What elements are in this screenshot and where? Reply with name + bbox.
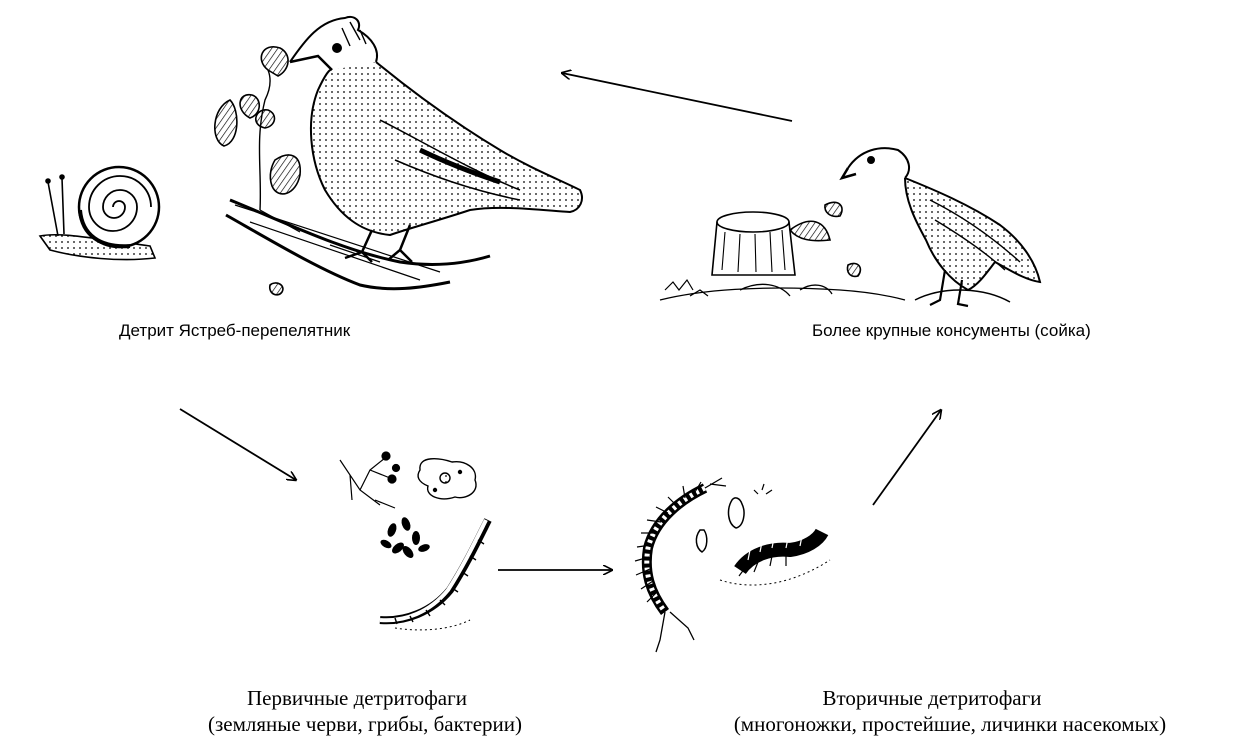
snail-icon bbox=[40, 167, 159, 260]
label-larger-consumers: Более крупные консументы (сойка) bbox=[812, 321, 1091, 341]
arrow-secondary-to-consumers bbox=[873, 410, 941, 505]
caterpillar-icon bbox=[720, 532, 830, 585]
centipede-icon bbox=[635, 478, 726, 652]
secondary-detritivores-examples: (многоножки, простейшие, личинки насеком… bbox=[665, 711, 1235, 737]
earthworm-icon bbox=[380, 520, 488, 630]
tree-stump-icon bbox=[660, 202, 905, 300]
jay-bird-icon bbox=[290, 17, 582, 262]
fungi-icon bbox=[340, 452, 400, 508]
arrow-detritus-to-primary bbox=[180, 409, 296, 480]
label-detritus-hawk: Детрит Ястреб-перепелятник bbox=[119, 321, 350, 341]
secondary-detritivores-title: Вторичные детритофаги bbox=[647, 685, 1217, 711]
secondary-detritivores-block: Вторичные детритофаги (многоножки, прост… bbox=[665, 685, 1235, 737]
hawk-icon bbox=[842, 148, 1040, 306]
primary-detritivores-title: Первичные детритофаги bbox=[142, 685, 572, 711]
larva-icon bbox=[696, 484, 772, 552]
bacteria-icon bbox=[379, 516, 431, 560]
arrow-consumers-to-detritus bbox=[562, 73, 792, 121]
primary-detritivores-block: Первичные детритофаги (земляные черви, г… bbox=[150, 685, 580, 737]
primary-detritivores-examples: (земляные черви, грибы, бактерии) bbox=[150, 711, 580, 737]
amoeba-icon bbox=[418, 459, 476, 499]
